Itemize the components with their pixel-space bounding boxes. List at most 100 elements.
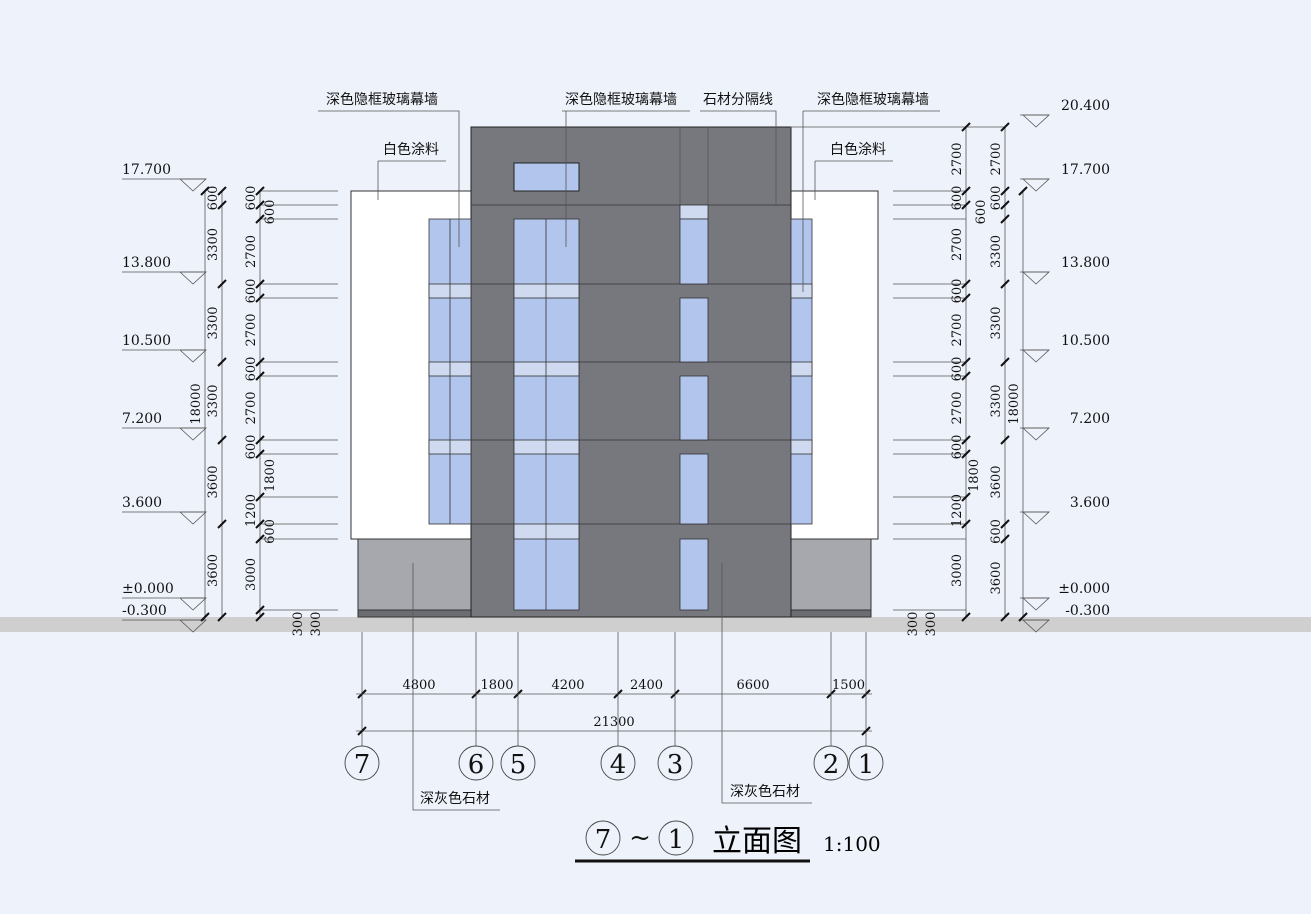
dim-tick: [1000, 279, 1010, 289]
dim-tick: [200, 612, 210, 622]
dim-label: 3600: [989, 561, 1004, 594]
glass-strip: [679, 218, 709, 285]
dim-tick: [255, 357, 265, 367]
bay-dim-label: 6600: [736, 678, 769, 693]
level-marker-icon: [1022, 349, 1051, 363]
dim-label: 600: [244, 435, 259, 460]
title-name: 立面图: [712, 824, 802, 859]
level-label: 3.600: [122, 495, 162, 511]
level-marker-icon: [179, 427, 208, 441]
leader-line: [318, 110, 460, 247]
leader-line: [721, 563, 812, 804]
dim-tick: [255, 492, 265, 502]
dim-label: 3300: [989, 306, 1004, 339]
dim-tick: [861, 726, 871, 736]
dim-label: 600: [206, 186, 221, 211]
dim-label: 2700: [950, 391, 965, 424]
glass-transom: [513, 523, 580, 540]
dim-label: 300: [924, 612, 939, 637]
dim-label: 2700: [244, 313, 259, 346]
dim-label: 3000: [244, 558, 259, 591]
level-marker-icon: [179, 349, 208, 363]
level-label: 7.200: [122, 411, 162, 427]
axis-label: 1: [858, 750, 875, 780]
annotations: 深色隐框玻璃幕墙 深色隐框玻璃幕墙 石材分隔线 深色隐框玻璃幕墙 白色涂料 白色…: [318, 91, 940, 811]
glass-strip: [679, 297, 709, 363]
dim-tick: [255, 534, 265, 544]
dim-tick: [961, 612, 971, 622]
dim-tick: [961, 492, 971, 502]
glass-strip: [679, 538, 709, 611]
label-glass-right: 深色隐框玻璃幕墙: [817, 91, 929, 108]
glass-curtain-wall: [513, 218, 580, 611]
dim-tick: [961, 200, 971, 210]
level-marker-icon: [1022, 271, 1051, 285]
axis-label: 3: [667, 750, 684, 780]
level-marker-icon: [1022, 114, 1051, 128]
level-label: ±0.000: [1058, 581, 1110, 597]
title-scale: 1:100: [823, 832, 881, 856]
axis-label: 4: [610, 750, 627, 780]
dim-label: 3600: [206, 554, 221, 587]
label-glass-center: 深色隐框玻璃幕墙: [565, 91, 677, 108]
glass-transom: [790, 283, 813, 299]
dim-label: 600: [244, 186, 259, 211]
axis-bubble: [344, 745, 380, 781]
level-label: 7.200: [1070, 411, 1110, 427]
bay-dim-label: 2400: [630, 678, 663, 693]
dim-label: 1200: [244, 494, 259, 527]
glass-transom: [790, 439, 813, 455]
leader-line: [700, 110, 777, 205]
axis-label: 5: [510, 750, 527, 780]
total-width-label: 21300: [593, 715, 634, 730]
dim-tick: [961, 293, 971, 303]
level-label: 10.500: [1061, 333, 1110, 349]
dim-tick: [255, 186, 265, 196]
bay-dim-label: 1800: [480, 678, 513, 693]
title-axis-from: 7: [595, 825, 612, 855]
glass-transom: [513, 283, 580, 299]
glass-transom: [790, 361, 813, 377]
dim-label: 2700: [950, 228, 965, 261]
dim-total: 18000: [1007, 383, 1022, 424]
axis-bubble: [600, 745, 636, 781]
dim-tick: [255, 435, 265, 445]
dim-tick: [255, 279, 265, 289]
level-marker-icon: [179, 271, 208, 285]
dim-tick: [255, 612, 265, 622]
left-stone-base: [357, 538, 472, 611]
glass-transom: [513, 361, 580, 377]
level-label: ±0.000: [122, 581, 174, 597]
dim-tick: [1018, 186, 1028, 196]
dim-label: 600: [950, 186, 965, 211]
dim-label: 2700: [244, 235, 259, 268]
dim-tick: [961, 186, 971, 196]
level-label: 17.700: [122, 162, 171, 178]
level-label: 3.600: [1070, 495, 1110, 511]
dim-total: 18000: [189, 383, 204, 424]
label-stone-right: 深灰色石材: [730, 783, 800, 800]
level-label: -0.300: [1065, 603, 1110, 619]
dim-tick: [1018, 612, 1028, 622]
dim-tick: [255, 605, 265, 615]
axis-bubble: [657, 745, 693, 781]
level-marker-icon: [1022, 597, 1051, 611]
dim-label: 300: [291, 612, 306, 637]
dim-label: 3300: [206, 228, 221, 261]
dim-label: 1800: [263, 459, 278, 492]
dim-label: 3600: [989, 465, 1004, 498]
axis-bubble: [848, 745, 884, 781]
level-label: 10.500: [122, 333, 171, 349]
dim-label: 3600: [206, 465, 221, 498]
dim-label: 2700: [950, 142, 965, 175]
dim-tick: [217, 279, 227, 289]
dim-label: 300: [906, 612, 921, 637]
ground-band: [0, 617, 1311, 632]
dim-label: 600: [950, 357, 965, 382]
dim-tick: [217, 519, 227, 529]
dim-tick: [1000, 357, 1010, 367]
label-glass-left: 深色隐框玻璃幕墙: [326, 91, 438, 108]
label-stone-line: 石材分隔线: [703, 92, 773, 108]
dim-label: 2700: [950, 313, 965, 346]
dim-label: 600: [950, 435, 965, 460]
